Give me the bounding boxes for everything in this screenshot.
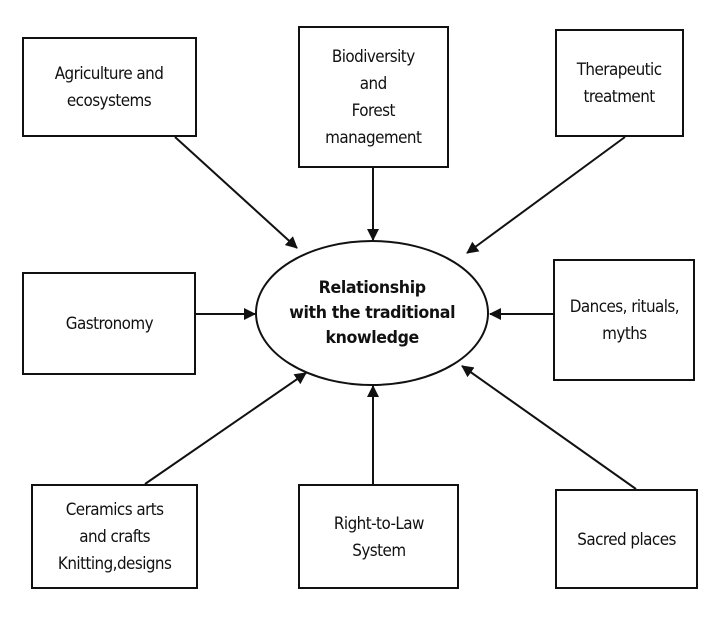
node-label-line: and crafts bbox=[79, 527, 150, 546]
node-label-line: Sacred places bbox=[577, 529, 676, 549]
node-label: Agriculture and ecosystems bbox=[55, 60, 164, 114]
edges bbox=[144, 136, 637, 490]
node-label-line: Right-to-Law bbox=[333, 513, 424, 533]
node-label: Biodiversity and Forest management bbox=[325, 43, 422, 151]
node-gastronomy: Gastronomy bbox=[22, 272, 196, 375]
node-label: Ceramics arts and crafts Knitting,design… bbox=[57, 496, 172, 577]
node-label-line: System bbox=[351, 540, 406, 560]
center-label-line: with the traditional bbox=[289, 302, 456, 323]
node-label-line: Dances, rituals, bbox=[569, 297, 679, 316]
node-ceramics: Ceramics arts and crafts Knitting,design… bbox=[31, 484, 198, 589]
node-therapeutic: Therapeutic treatment bbox=[555, 29, 684, 137]
node-right-to-law: Right-to-Law System bbox=[298, 484, 459, 589]
node-label-line: Ceramics arts bbox=[65, 500, 164, 519]
node-agriculture: Agriculture and ecosystems bbox=[22, 37, 197, 137]
node-label-line: Knitting,designs bbox=[57, 554, 172, 573]
node-label: Therapeutic treatment bbox=[577, 56, 662, 110]
node-label-line: management bbox=[325, 128, 422, 147]
arrow-sacred-to-center bbox=[461, 365, 637, 490]
node-label-line: Biodiversity bbox=[332, 47, 415, 66]
node-label-line: Gastronomy bbox=[65, 314, 153, 333]
node-label: Right-to-Law System bbox=[333, 510, 424, 564]
center-node-label: Relationship with the traditional knowle… bbox=[290, 276, 456, 351]
node-label-line: Agriculture and bbox=[55, 64, 164, 83]
node-label: Sacred places bbox=[577, 526, 676, 553]
node-label: Gastronomy bbox=[65, 310, 153, 337]
node-sacred: Sacred places bbox=[555, 489, 698, 589]
node-label-line: and bbox=[360, 74, 387, 93]
center-label-line: knowledge bbox=[325, 327, 420, 348]
center-node: Relationship with the traditional knowle… bbox=[256, 240, 489, 386]
node-label-line: Therapeutic bbox=[577, 60, 662, 79]
node-dances: Dances, rituals, myths bbox=[553, 259, 695, 381]
node-label-line: ecosystems bbox=[67, 91, 152, 110]
arrow-therapeutic-to-center bbox=[466, 136, 626, 254]
node-label-line: Forest bbox=[351, 101, 396, 120]
node-label-line: treatment bbox=[583, 87, 656, 106]
node-biodiversity: Biodiversity and Forest management bbox=[298, 26, 449, 168]
center-ellipse bbox=[255, 240, 489, 386]
node-label: Dances, rituals, myths bbox=[569, 293, 679, 347]
arrow-ceramics-to-center bbox=[144, 372, 307, 485]
center-label-line: Relationship bbox=[318, 277, 427, 298]
node-label-line: myths bbox=[601, 324, 647, 343]
arrow-agriculture-to-center bbox=[174, 136, 298, 249]
